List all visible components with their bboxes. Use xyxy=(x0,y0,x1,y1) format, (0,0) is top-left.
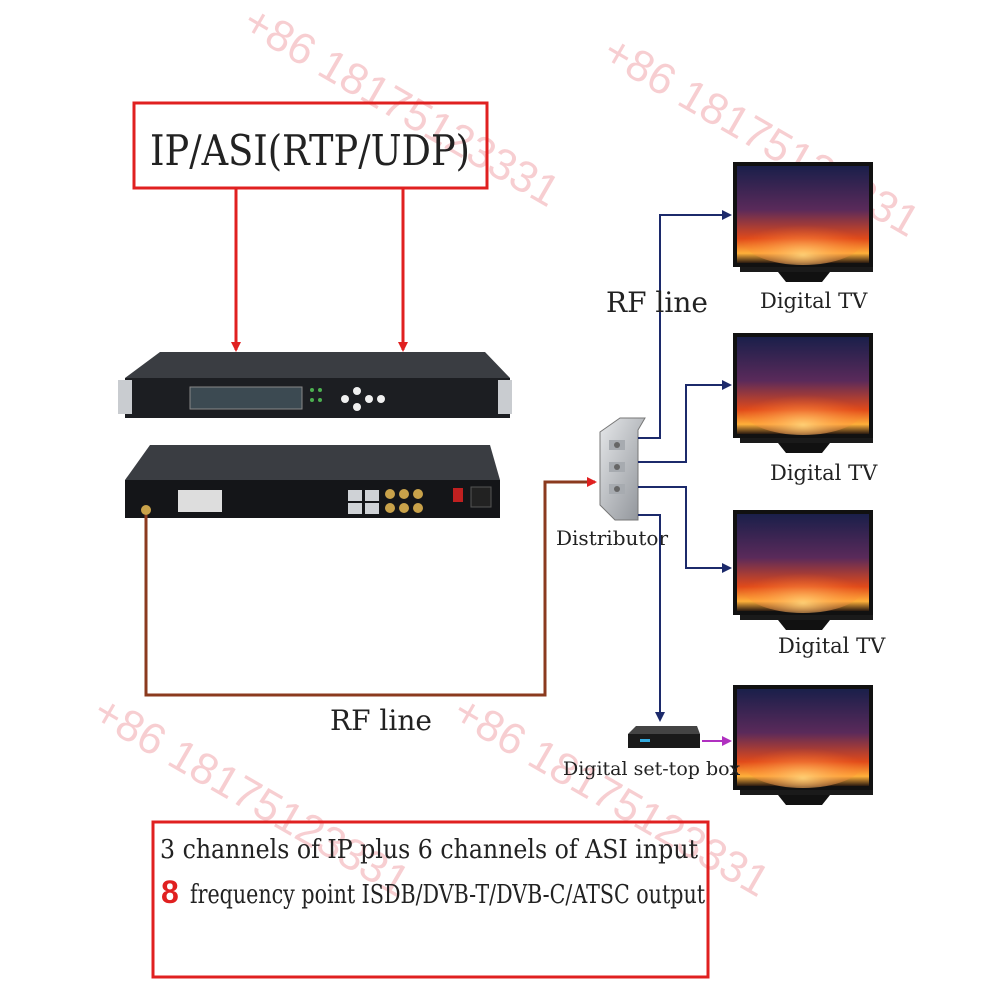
distributor-device xyxy=(599,417,646,521)
tv-2-label: Digital TV xyxy=(770,461,878,485)
rf-line-bottom-label: RF line xyxy=(330,704,432,737)
digital-tv-1 xyxy=(733,162,873,282)
set-top-box xyxy=(628,726,700,748)
stb-feed-line xyxy=(638,514,665,722)
spec-line-1: 3 channels of IP plus 6 channels of ASI … xyxy=(160,835,698,865)
input-label-box: IP/ASI(RTP/UDP) xyxy=(132,101,489,190)
digital-tv-4 xyxy=(733,685,873,805)
tv-1-label: Digital TV xyxy=(760,289,868,313)
input-label: IP/ASI(RTP/UDP) xyxy=(150,126,470,175)
spec-summary-box: 3 channels of IP plus 6 channels of ASI … xyxy=(151,820,710,979)
control-keypad xyxy=(341,387,385,411)
digital-tv-3 xyxy=(733,510,873,630)
watermark-text: +86 18175123331 xyxy=(445,686,778,906)
rf-output-connector xyxy=(141,505,151,515)
spec-line-2: frequency point ISDB/DVB-T/DVB-C/ATSC ou… xyxy=(190,880,705,910)
power-switch xyxy=(453,488,463,502)
watermark-text: +86 18175123331 xyxy=(235,0,568,217)
lcd-display xyxy=(189,386,303,410)
warning-label xyxy=(178,490,222,512)
modulator-front-panel xyxy=(118,352,512,418)
status-leds xyxy=(310,388,322,402)
set-top-box-label: Digital set-top box xyxy=(563,758,741,780)
rf-line-top-label: RF line xyxy=(606,286,708,319)
rf-cable xyxy=(144,477,597,697)
power-socket xyxy=(470,486,492,508)
asi-connectors xyxy=(385,489,423,513)
ethernet-ports xyxy=(348,490,379,514)
spec-line-2-number: 8 xyxy=(161,874,179,910)
tv3-feed-line xyxy=(638,486,732,573)
digital-tv-2 xyxy=(733,333,873,453)
tv1-feed-line xyxy=(638,210,732,439)
tv2-feed-line xyxy=(638,380,732,463)
modulator-back-panel xyxy=(125,445,500,518)
tv-3-label: Digital TV xyxy=(778,634,886,658)
distributor-label: Distributor xyxy=(556,526,668,550)
